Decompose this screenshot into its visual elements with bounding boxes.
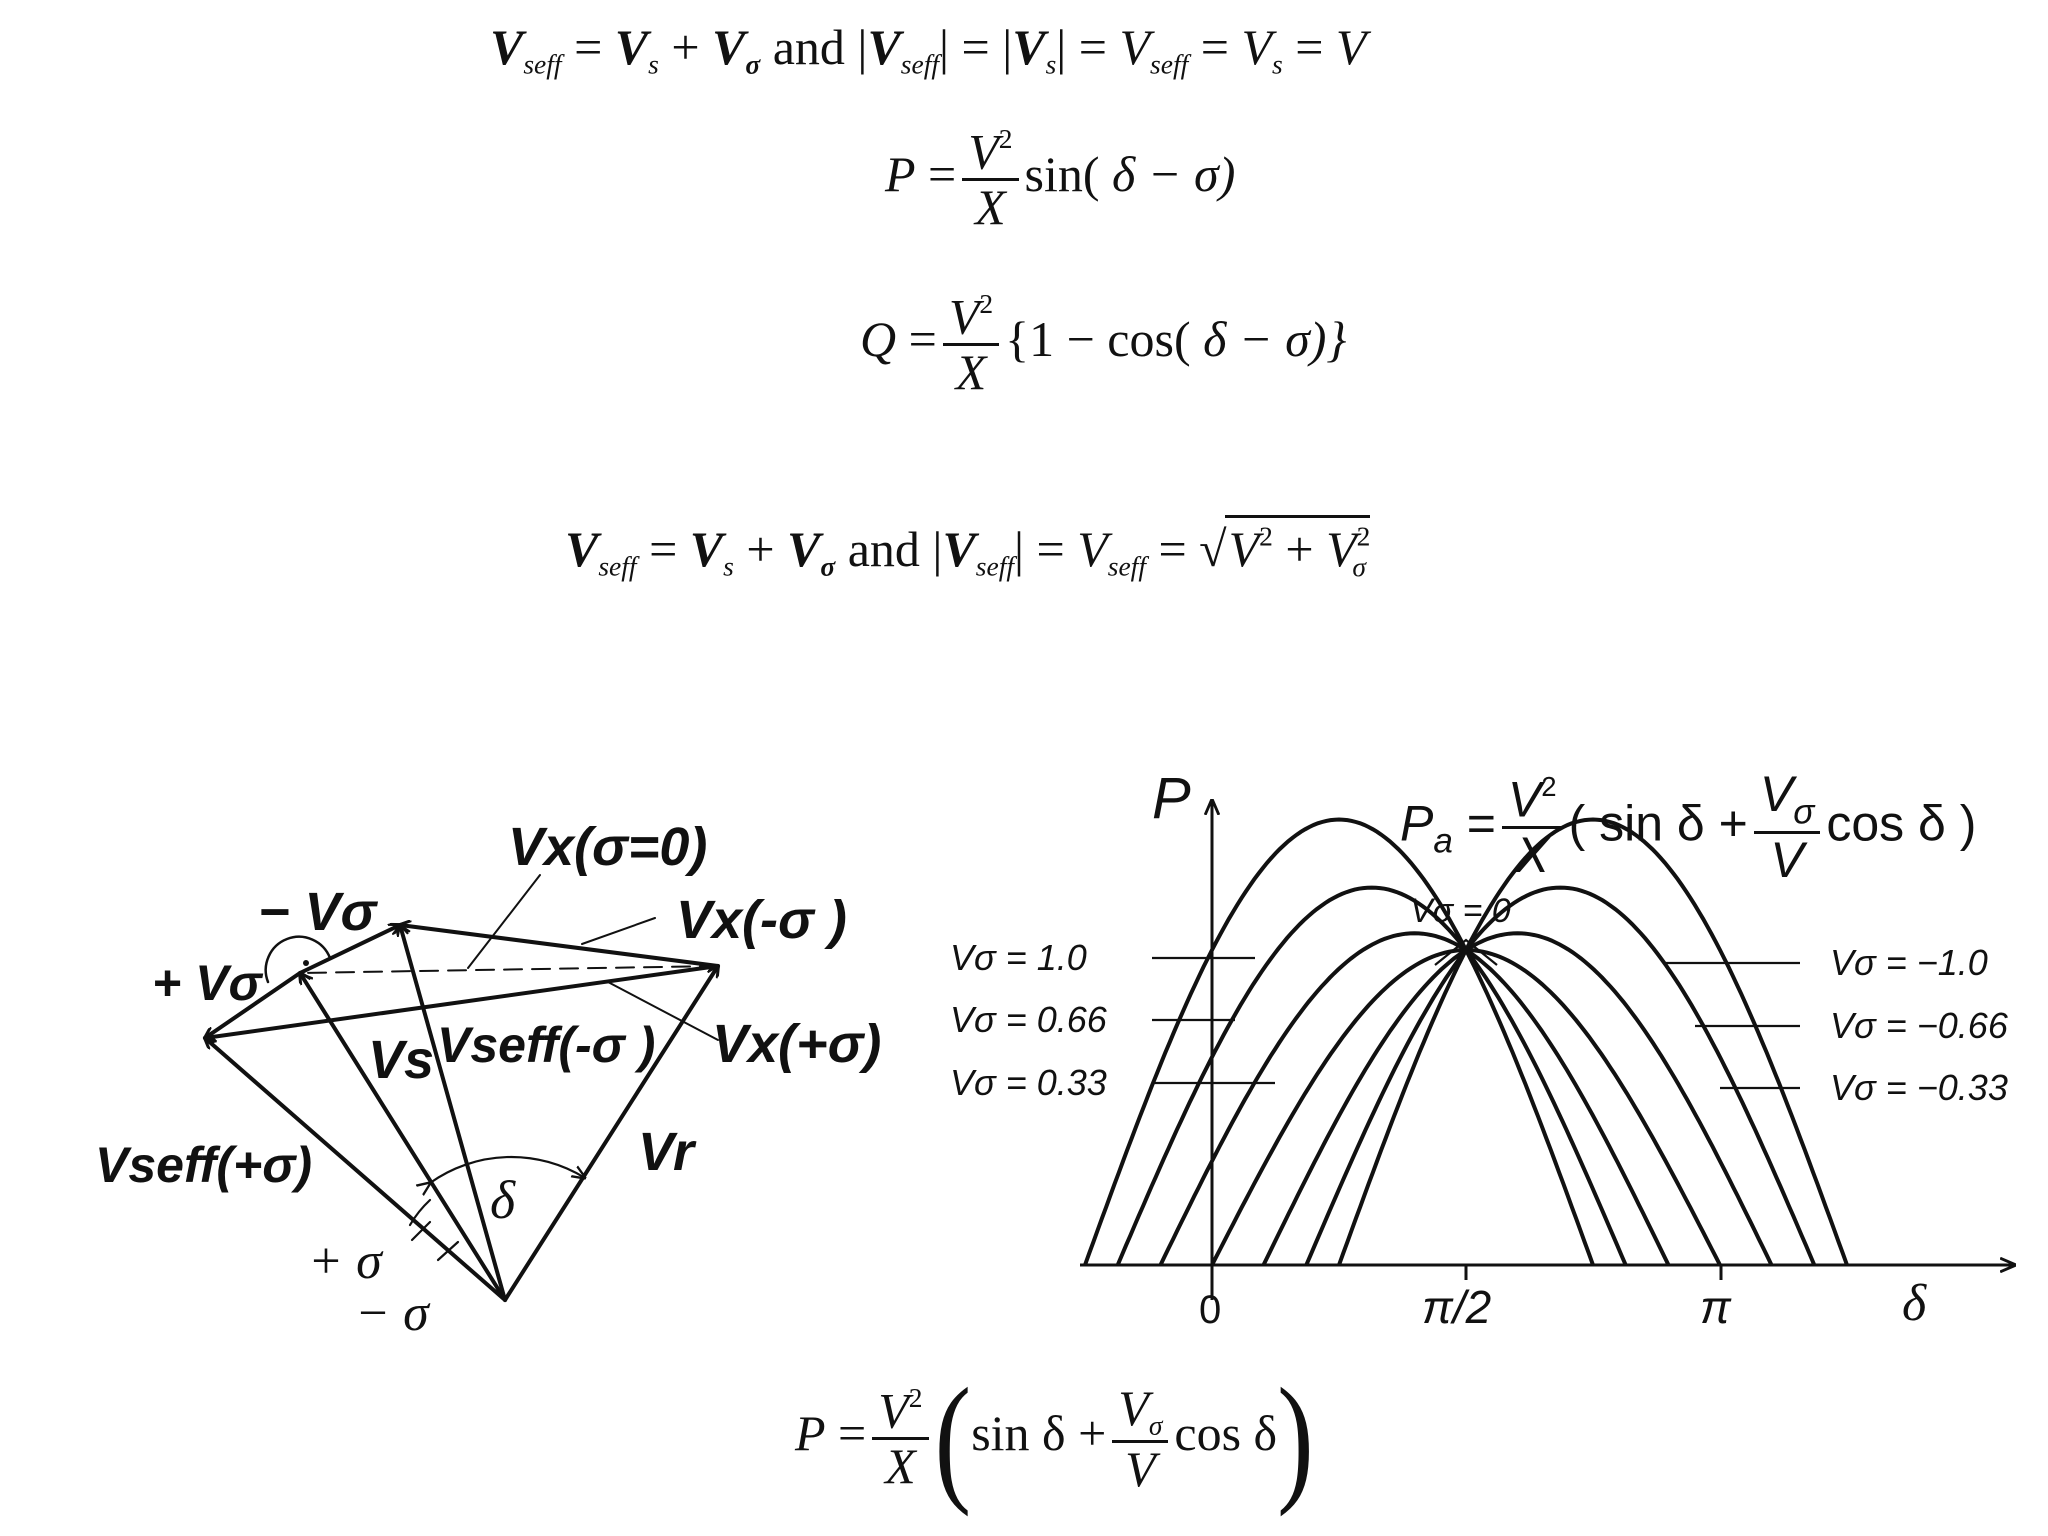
phasor-diagram: Vx(σ=0) Vx(-σ ) Vx(+σ) − Vσ + Vσ Vs Vsef… bbox=[95, 817, 881, 1342]
vx-minus-phasor bbox=[398, 925, 720, 968]
curve-vsigma-0p33 bbox=[1158, 931, 1671, 1266]
right-angle-dot bbox=[303, 960, 309, 966]
vseff-plus-phasor bbox=[205, 1038, 507, 1302]
label-vs: Vs bbox=[368, 1030, 434, 1090]
curve-vsigma-neg1 bbox=[1337, 817, 1849, 1266]
curve-vsigma-0p66 bbox=[1115, 885, 1628, 1266]
label-plus-sigma: + σ bbox=[308, 1233, 384, 1290]
eq4-and: and bbox=[847, 521, 920, 577]
label-minus-sigma: − σ bbox=[355, 1285, 431, 1342]
label-vx-minus-sigma: Vx(-σ ) bbox=[676, 890, 847, 950]
eq3-cos: {1 − cos( bbox=[1005, 310, 1191, 367]
plus-sigma-arc bbox=[408, 1198, 432, 1227]
curve-vsigma-1 bbox=[1083, 817, 1595, 1266]
eq2-args: δ − σ) bbox=[1112, 145, 1236, 202]
legend-right-2: Vσ = −0.66 bbox=[1830, 1005, 2009, 1046]
y-axis-label: P bbox=[1152, 766, 1191, 831]
label-vr: Vr bbox=[638, 1122, 697, 1182]
annotation-vsigma-zero: Vσ = 0 bbox=[1410, 892, 1511, 930]
label-minus-vsigma: − Vσ bbox=[258, 882, 379, 942]
x-tick-label-pi-half: π/2 bbox=[1422, 1281, 1491, 1333]
eq1-and: and bbox=[772, 19, 845, 75]
legend-right-3: Vσ = −0.33 bbox=[1830, 1067, 2008, 1108]
equation-4: Vseff = Vs + Vσ and |Vseff| = Vseff = √V… bbox=[565, 515, 1370, 583]
label-vseff-minus: Vseff(-σ ) bbox=[437, 1017, 655, 1073]
vx-plus-phasor bbox=[203, 964, 720, 1038]
power-angle-chart: P δ 0 π/2 π Vσ = 0 Vσ = 1.0 Vσ = 0.66 Vσ… bbox=[950, 766, 2048, 1333]
minus-vsigma-phasor bbox=[298, 925, 400, 975]
legend-left-2: Vσ = 0.66 bbox=[950, 999, 1108, 1040]
chart-title-cos: cos δ bbox=[1826, 795, 1946, 852]
curve-vsigma-neg0p66 bbox=[1304, 885, 1817, 1266]
eq5-sin: sin δ + bbox=[971, 1404, 1107, 1461]
right-angle-arc bbox=[264, 935, 332, 984]
plus-vsigma-phasor bbox=[205, 971, 302, 1038]
x-axis-label: δ bbox=[1902, 1275, 1927, 1332]
delta-arc bbox=[430, 1155, 585, 1183]
annotation-pointer bbox=[1434, 938, 1498, 966]
vseff-minus-phasor bbox=[400, 925, 507, 1302]
vx-sigma0-phasor bbox=[300, 965, 719, 973]
x-tick-label-0: 0 bbox=[1199, 1288, 1221, 1332]
eq2-sin: sin( bbox=[1024, 145, 1100, 202]
vs-phasor bbox=[300, 973, 507, 1302]
label-vseff-plus: Vseff(+σ) bbox=[95, 1137, 312, 1193]
chart-title-sin: sin δ + bbox=[1599, 795, 1748, 852]
equation-1: Vseff = Vs + Vσ and |Vseff| = |Vs| = Vse… bbox=[490, 19, 1367, 80]
legend-left-3: Vσ = 0.33 bbox=[950, 1062, 1107, 1103]
label-delta: δ bbox=[490, 1170, 516, 1230]
x-tick-label-pi: π bbox=[1700, 1281, 1732, 1333]
label-plus-vsigma: + Vσ bbox=[152, 955, 263, 1011]
label-vx-sigma0: Vx(σ=0) bbox=[508, 817, 707, 877]
eq3-args: δ − σ)} bbox=[1203, 310, 1347, 367]
eq5-cos: cos δ bbox=[1174, 1404, 1278, 1461]
label-vx-plus-sigma: Vx(+σ) bbox=[712, 1014, 881, 1074]
curve-vsigma-neg0p33 bbox=[1261, 931, 1774, 1266]
legend-left-1: Vσ = 1.0 bbox=[950, 937, 1087, 978]
legend-right-1: Vσ = −1.0 bbox=[1830, 942, 1988, 983]
